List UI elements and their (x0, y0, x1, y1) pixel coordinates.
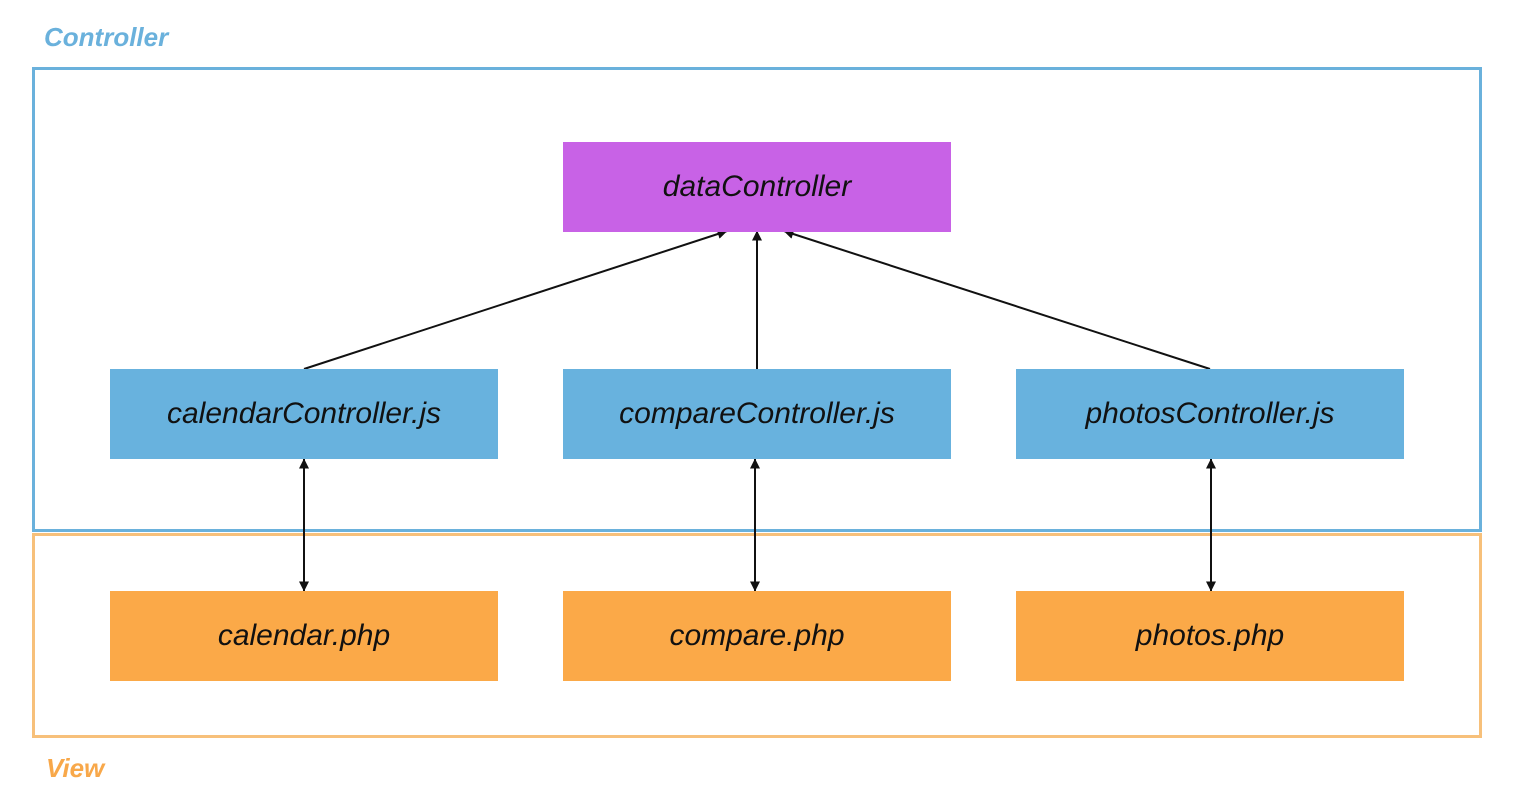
controller-region (32, 67, 1482, 532)
photos-controller-node: photosController.js (1016, 369, 1404, 459)
photos-php-label: photos.php (1135, 619, 1285, 652)
photos-controller-label: photosController.js (1085, 397, 1335, 430)
compare-controller-node: compareController.js (563, 369, 951, 459)
calendar-php-node: calendar.php (110, 591, 498, 681)
data-controller-node: dataController (563, 142, 951, 232)
calendar-controller-label: calendarController.js (166, 397, 441, 430)
compare-controller-label: compareController.js (619, 397, 895, 430)
data-controller-label: dataController (662, 170, 852, 203)
compare-php-node: compare.php (563, 591, 951, 681)
view-region-label: View (46, 753, 105, 783)
compare-php-label: compare.php (669, 619, 845, 652)
controller-region-label: Controller (44, 22, 169, 52)
photos-php-node: photos.php (1016, 591, 1404, 681)
calendar-php-label: calendar.php (217, 619, 391, 652)
calendar-controller-node: calendarController.js (110, 369, 498, 459)
